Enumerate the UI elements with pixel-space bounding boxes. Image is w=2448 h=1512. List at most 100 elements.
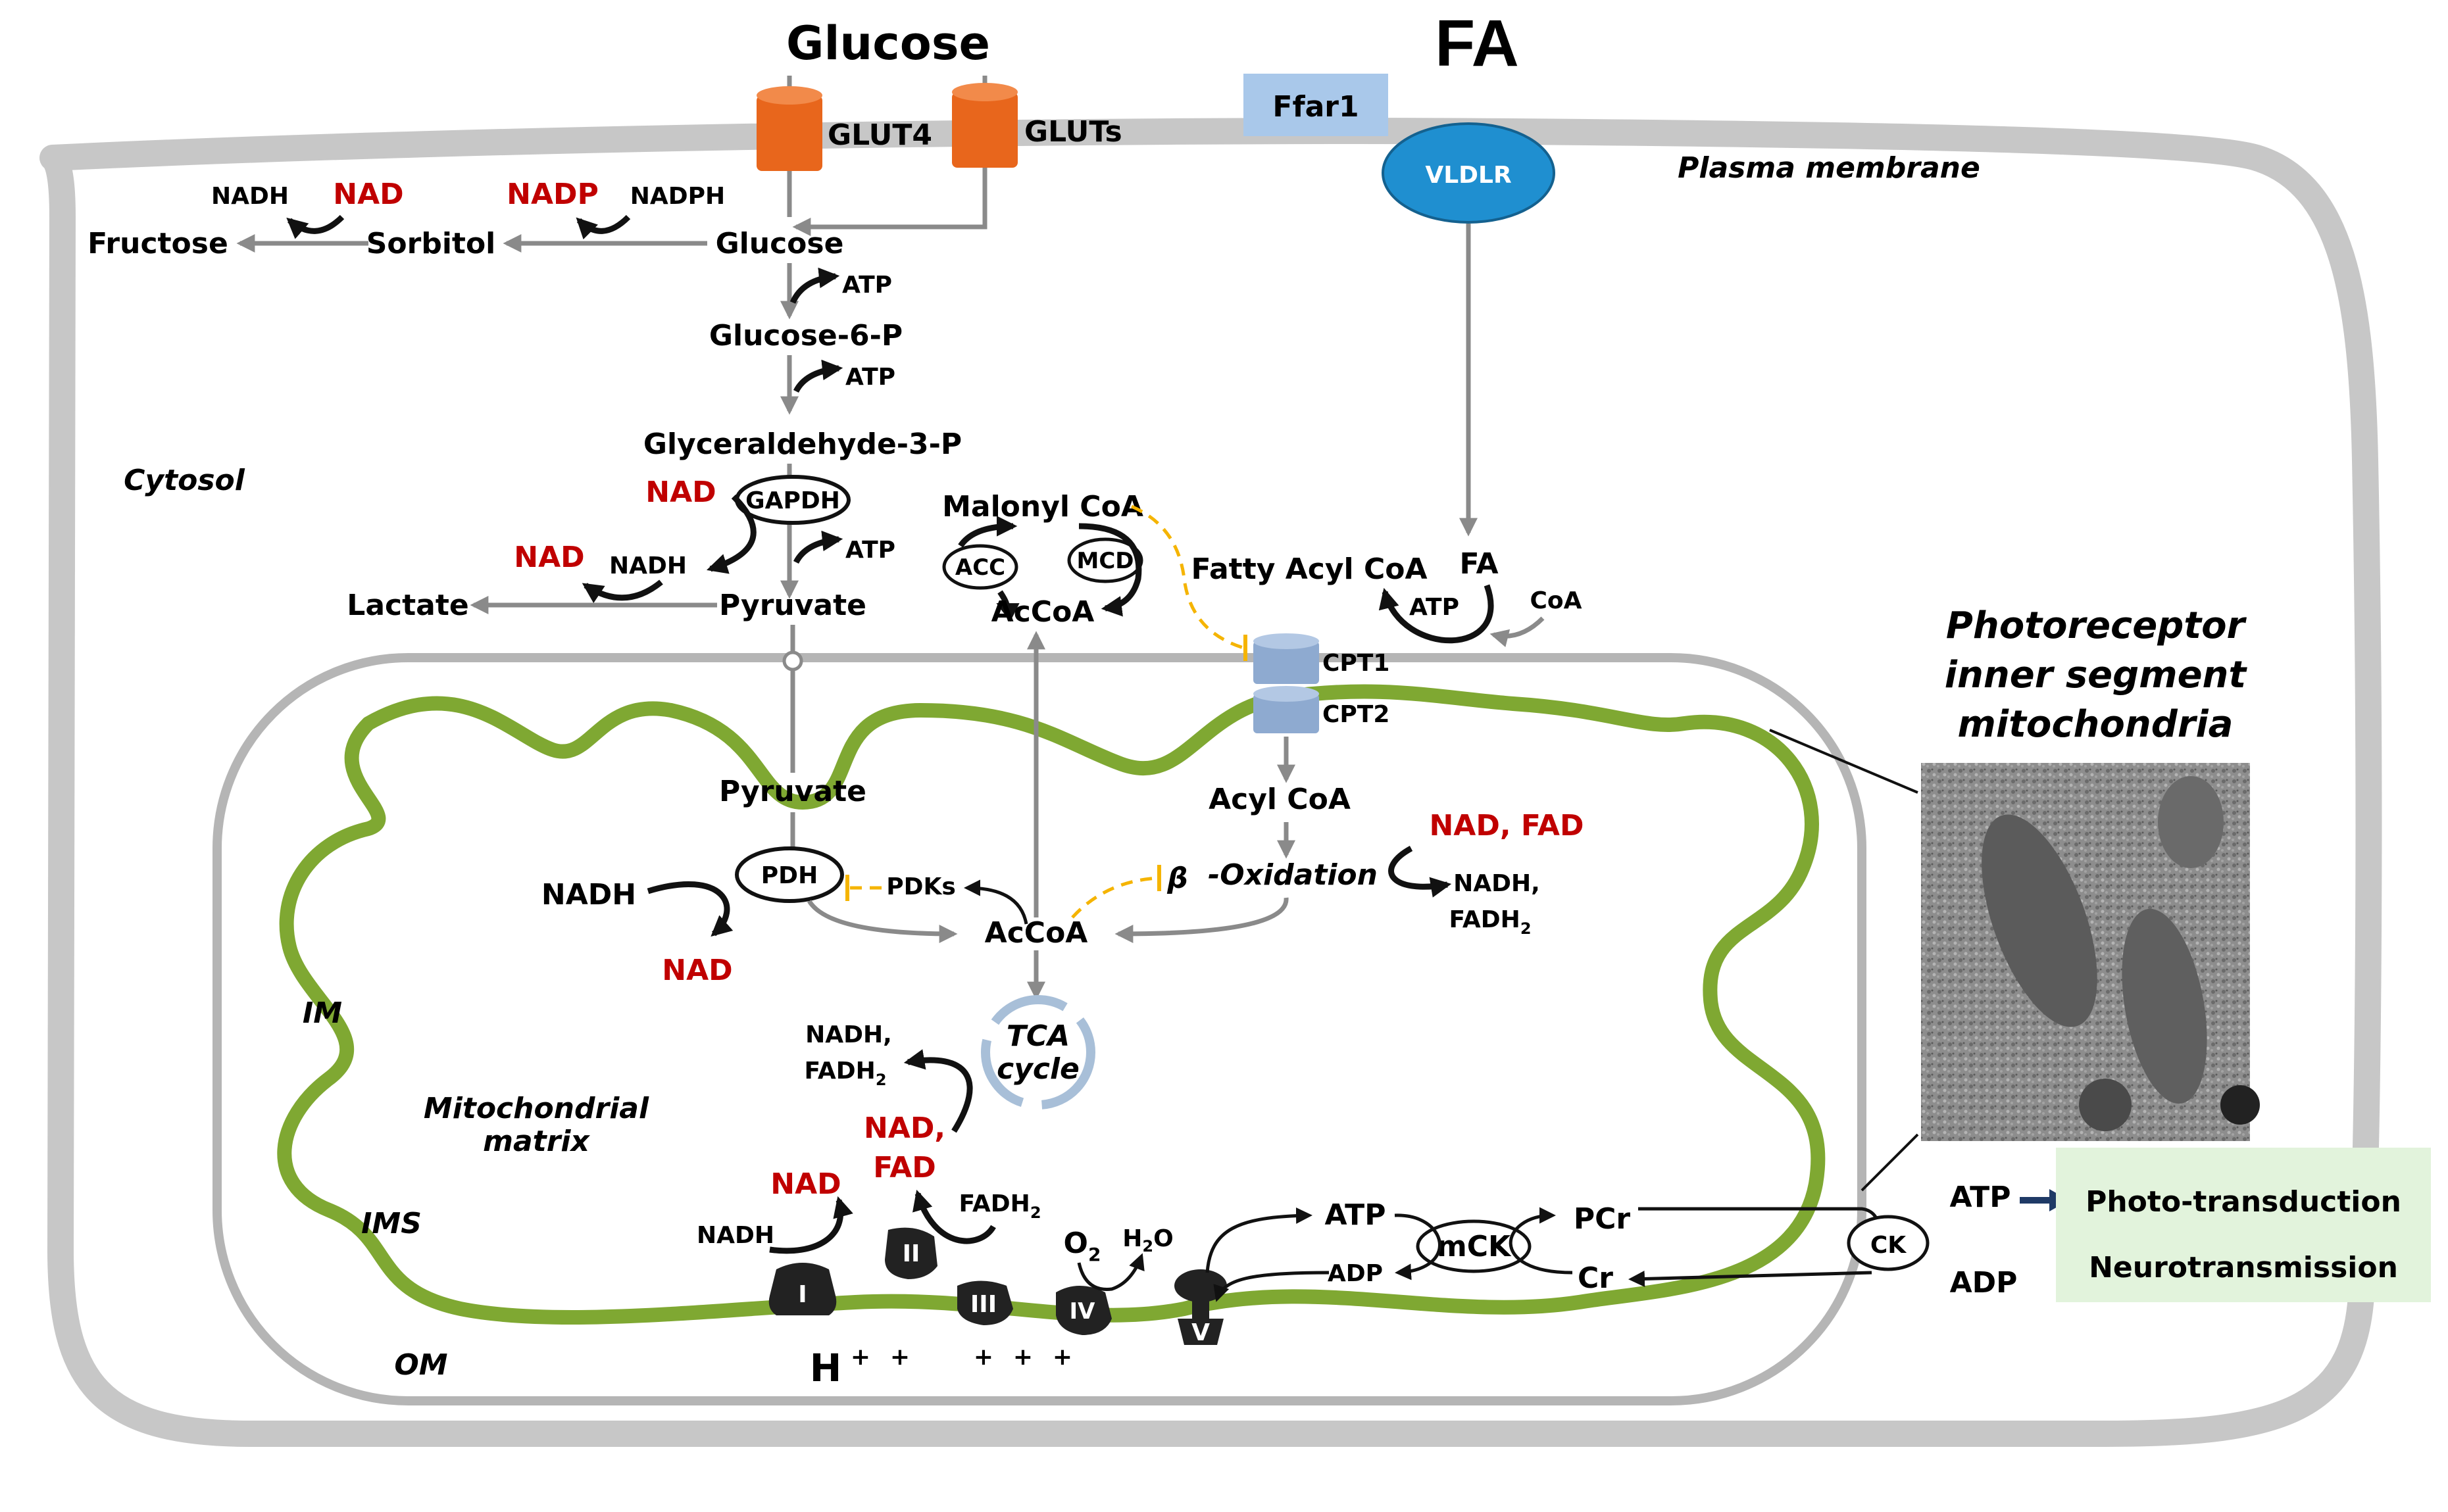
mcd-enzyme <box>1067 537 1143 583</box>
mcd-label: MCD <box>1076 548 1134 574</box>
mito-pyruvate: Pyruvate <box>719 775 866 808</box>
em-micrograph <box>1921 763 2260 1141</box>
mito-nadh: NADH <box>541 878 636 912</box>
h2o-o: O <box>1153 1225 1174 1252</box>
output-box <box>2056 1148 2431 1302</box>
acc-enzyme <box>942 544 1018 590</box>
etc-fadh2-sub: 2 <box>1030 1204 1041 1222</box>
h2o-label: H2O <box>1122 1225 1173 1256</box>
ffar1-box <box>1243 74 1388 136</box>
beta-nad-fad: NAD, FAD <box>1429 809 1584 842</box>
polyol-nadh: NADH <box>211 183 289 210</box>
complex-iv-label: IV <box>1070 1298 1096 1325</box>
polyol-nadp: NADP <box>507 178 599 211</box>
tca-fadh2: FADH2 <box>804 1058 886 1089</box>
fa-activation-atp: ATP <box>1409 594 1459 621</box>
im-label: IM <box>303 996 342 1030</box>
photo-title-3: mitochondria <box>1958 703 2234 746</box>
tca-label-2: cycle <box>997 1052 1080 1086</box>
glucose-top-label: Glucose <box>786 16 990 70</box>
om-label: OM <box>394 1348 447 1382</box>
glut4-transporter <box>757 76 822 217</box>
complex-v-label: V <box>1191 1319 1210 1346</box>
tca-nad: NAD, <box>864 1111 945 1145</box>
plasma-membrane-label: Plasma membrane <box>1678 151 1980 185</box>
tca-fadh2-main: FADH <box>804 1058 875 1085</box>
h2o-sub: 2 <box>1142 1237 1153 1256</box>
cytosol-fa: FA <box>1459 547 1498 581</box>
mitochondrion-outer-membrane <box>212 653 1866 1405</box>
mito-adp: ADP <box>1328 1260 1383 1287</box>
fa-activation-coa: CoA <box>1530 587 1582 614</box>
beta-fadh2-sub: 2 <box>1520 919 1532 938</box>
cyto-atp: ATP <box>1950 1181 2011 1214</box>
fructose-label: Fructose <box>87 227 228 260</box>
pdh-enzyme <box>735 846 844 903</box>
ck-label: CK <box>1870 1232 1907 1259</box>
mpc-transporter <box>782 650 803 671</box>
vldlr-receptor <box>1382 122 1555 224</box>
photo-title-1: Photoreceptor <box>1946 604 2247 647</box>
acc-label: ACC <box>955 554 1005 581</box>
atp-3: ATP <box>845 537 895 564</box>
pdh-label: PDH <box>761 862 818 889</box>
gapdh-nad: NAD <box>645 476 716 509</box>
glucose-6-p: Glucose-6-P <box>709 319 903 353</box>
cpt2-label: CPT2 <box>1322 701 1389 728</box>
proton-h: H <box>810 1346 842 1390</box>
beta-nadh: NADH, <box>1453 870 1540 897</box>
cpt1-carrier <box>1253 633 1319 684</box>
mck-label: mCK <box>1437 1230 1512 1263</box>
etc-nad: NAD <box>770 1167 841 1201</box>
complex-ii <box>885 1227 937 1279</box>
cytosol-label: Cytosol <box>124 464 245 497</box>
glycolysis-glucose: Glucose <box>716 227 844 260</box>
sorbitol-label: Sorbitol <box>366 227 496 260</box>
tca-fad: FAD <box>873 1151 936 1184</box>
tca-label-1: TCA <box>1007 1019 1070 1053</box>
lactate-nadh: NADH <box>609 552 687 579</box>
o2-sub: 2 <box>1088 1244 1101 1265</box>
polyol-nadph: NADPH <box>630 183 725 210</box>
plasma-membrane <box>39 118 2382 1447</box>
cytosol-pyruvate: Pyruvate <box>719 589 866 622</box>
gluts-transporter <box>952 76 1018 220</box>
ims-label: IMS <box>361 1207 422 1240</box>
pdks-label: PDKs <box>886 873 956 900</box>
mito-accoa: AcCoA <box>985 916 1088 950</box>
mito-pcr: PCr <box>1574 1202 1631 1236</box>
photo-title-2: inner segment <box>1945 654 2248 696</box>
complex-i <box>768 1263 837 1315</box>
lactate-nad: NAD <box>514 541 584 574</box>
mito-atp: ATP <box>1325 1198 1386 1232</box>
etc-nadh: NADH <box>697 1222 774 1249</box>
cpt2-carrier <box>1253 686 1319 733</box>
tca-cycle <box>981 995 1095 1110</box>
tca-fadh2-sub: 2 <box>876 1071 887 1089</box>
ck-enzyme <box>1847 1215 1930 1271</box>
beta-fadh2: FADH2 <box>1449 906 1531 938</box>
cpt1-label: CPT1 <box>1322 650 1389 677</box>
gluts-label: GLUTs <box>1024 115 1122 149</box>
o2-main: O <box>1064 1227 1088 1260</box>
complex-iii-label: III <box>970 1291 997 1318</box>
cytosol-accoa: AcCoA <box>991 595 1095 629</box>
etc-fadh2-main: FADH <box>959 1190 1030 1217</box>
o2-label: O2 <box>1064 1227 1101 1265</box>
matrix-label-2: matrix <box>483 1125 590 1158</box>
matrix-label-1: Mitochondrial <box>424 1092 649 1125</box>
vldlr-label: VLDLR <box>1425 162 1511 189</box>
cyto-adp: ADP <box>1950 1266 2018 1300</box>
complex-i-label: I <box>798 1281 807 1308</box>
proton-plus-3: + <box>974 1344 993 1371</box>
mito-cr: Cr <box>1578 1261 1613 1295</box>
proton-plus-2: + <box>890 1344 910 1371</box>
complex-iii <box>957 1280 1013 1325</box>
neurotransmission-label: Neurotransmission <box>2089 1251 2398 1284</box>
fatty-acyl-coa: Fatty Acyl CoA <box>1191 552 1427 586</box>
malonyl-coa: Malonyl CoA <box>942 490 1143 524</box>
proton-plus-5: + <box>1053 1344 1072 1371</box>
proton-plus-4: + <box>1013 1344 1033 1371</box>
lactate-label: Lactate <box>347 589 468 622</box>
